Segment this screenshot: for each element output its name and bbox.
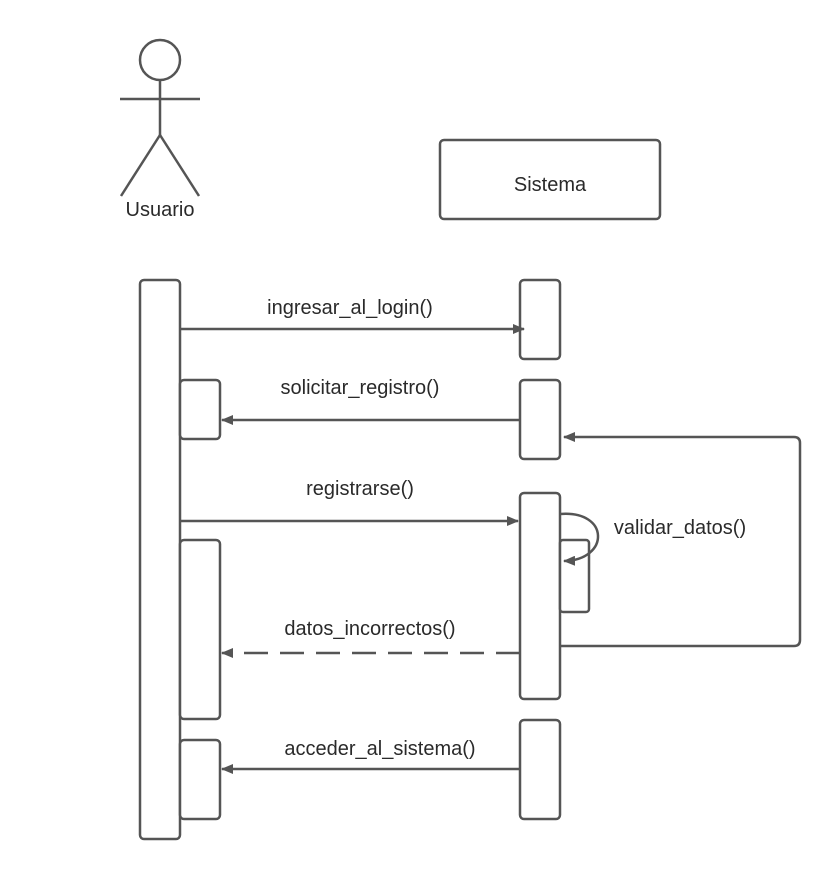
actor-left-leg [119, 134, 162, 197]
message-label: acceder_al_sistema() [284, 738, 475, 760]
message-label: solicitar_registro() [281, 377, 440, 399]
message-label: validar_datos() [614, 517, 746, 539]
message-ingresar-al-login: ingresar_al_login() [180, 297, 525, 334]
participant-box [438, 138, 662, 221]
usuario-activation-registro [178, 378, 222, 441]
message-label: ingresar_al_login() [267, 297, 433, 319]
loop-back-arrow [560, 432, 802, 648]
actor-head [138, 38, 182, 82]
actor-label: Usuario [126, 199, 195, 221]
sistema-activation-registrarse [518, 491, 562, 701]
usuario-activation-acceso [178, 738, 222, 821]
participant-label: Sistema [514, 174, 587, 196]
sistema-activation-login [518, 278, 562, 361]
sistema-activation-acceso [518, 718, 562, 821]
message-solicitar-registro: solicitar_registro() [221, 377, 520, 425]
message-label: datos_incorrectos() [284, 618, 455, 640]
sistema-activation-registro [518, 378, 562, 461]
message-acceder-al-sistema: acceder_al_sistema() [221, 738, 520, 774]
usuario-activation-error [178, 538, 222, 721]
message-arrow [559, 512, 600, 566]
message-datos-incorrectos: datos_incorrectos() [221, 618, 520, 658]
actor-right-leg [158, 134, 201, 197]
sistema-activation-validar [558, 538, 591, 614]
actor-usuario: Usuario [119, 38, 201, 221]
message-registrarse: registrarse() [180, 478, 519, 526]
message-label: registrarse() [306, 478, 414, 500]
message-validar-datos: validar_datos() [559, 512, 746, 566]
usuario-activation-main [138, 278, 182, 841]
participant-sistema: Sistema [438, 138, 662, 221]
